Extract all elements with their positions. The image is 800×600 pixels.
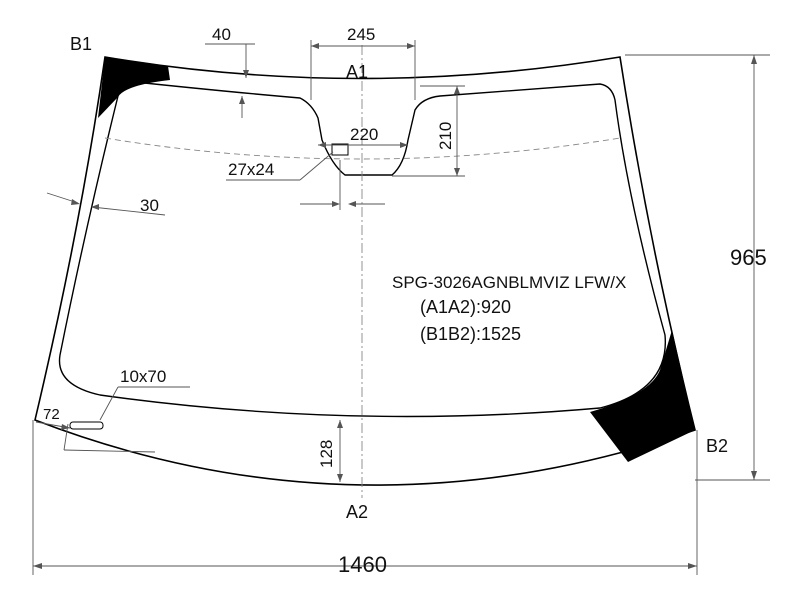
dim-1460-arrow-l xyxy=(33,563,42,569)
dim-245-arrow-l xyxy=(311,43,319,49)
dim-210-label: 210 xyxy=(436,122,455,150)
dim-245-arrow-r xyxy=(407,43,415,49)
dim-72-ext xyxy=(63,449,156,453)
dim-30-label: 30 xyxy=(140,196,159,215)
dim-965-arrow-t xyxy=(751,55,757,64)
label-a2: A2 xyxy=(346,502,368,522)
dim-220-arrow-l xyxy=(318,142,326,148)
dim-210-arrow-t xyxy=(454,86,460,94)
dim-30-arrow-l xyxy=(71,199,80,205)
dim-72-arrow xyxy=(61,424,70,430)
dim-220-label: 220 xyxy=(350,125,378,144)
part-b1b2: (B1B2):1525 xyxy=(420,324,521,344)
windshield-outline xyxy=(34,56,696,486)
dim-965-label: 965 xyxy=(730,245,767,270)
dim-72-label: 72 xyxy=(43,406,60,423)
label-b1: B1 xyxy=(70,34,92,54)
vin-window xyxy=(69,421,104,430)
frit-top-left xyxy=(98,57,170,118)
dim-10x70-label: 10x70 xyxy=(120,367,166,386)
dim-40-label: 40 xyxy=(212,25,231,44)
frit-bottom-right xyxy=(590,330,695,462)
dim-965-arrow-b xyxy=(751,471,757,480)
sensor-rect xyxy=(331,143,349,156)
dim-10x70-leader-2 xyxy=(99,386,119,421)
dim-sensor-arrow-l xyxy=(332,201,340,207)
label-b2: B2 xyxy=(706,436,728,456)
dim-245-label: 245 xyxy=(347,25,375,44)
dim-sensor-arrow-r xyxy=(348,201,356,207)
dim-128-label: 128 xyxy=(317,440,336,468)
dim-128-arrow-t xyxy=(337,420,343,428)
dim-30-arrow-r xyxy=(91,204,99,210)
dim-27x24-label: 27x24 xyxy=(228,160,274,179)
dim-27x24-leader-2 xyxy=(299,151,334,181)
dim-1460-label: 1460 xyxy=(338,552,387,577)
dim-128-arrow-b xyxy=(337,474,343,482)
dim-1460-arrow-r xyxy=(688,563,697,569)
sensor-zone-curve xyxy=(104,137,621,160)
dim-30-line-2 xyxy=(91,206,166,216)
part-code: SPG-3026AGNBLMVIZ LFW/X xyxy=(392,273,626,292)
dim-210-arrow-b xyxy=(454,168,460,176)
label-a1: A1 xyxy=(346,62,368,82)
dim-40-arrow-2 xyxy=(239,96,245,104)
part-a1a2: (A1A2):920 xyxy=(420,297,511,317)
dim-40-arrow xyxy=(243,70,249,78)
dim-220-arrow-r xyxy=(400,142,408,148)
